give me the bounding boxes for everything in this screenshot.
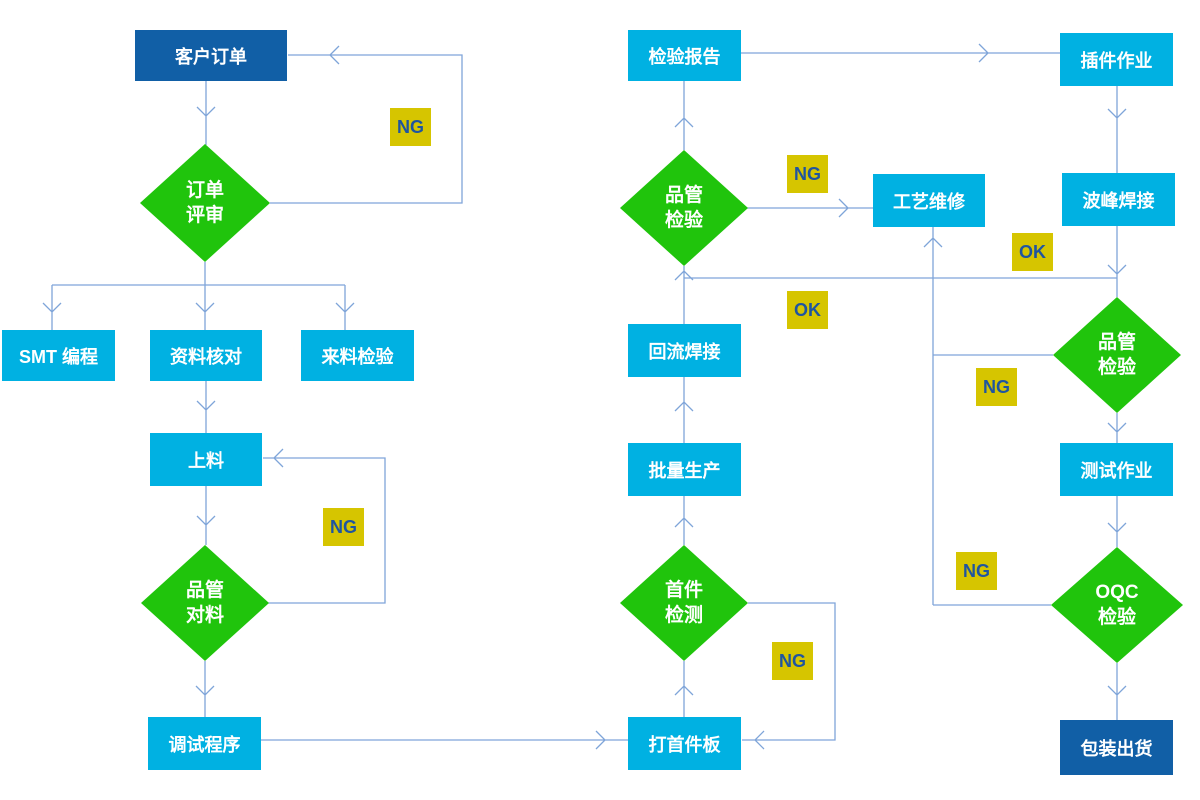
edge-report-to-insertion	[741, 43, 1060, 63]
edge-review-to-branches	[42, 262, 355, 330]
node-label: 上料	[188, 450, 224, 471]
node-label: 插件作业	[1080, 50, 1153, 71]
node-label: 打首件板	[648, 734, 721, 755]
node-test-work: 测试作业	[1060, 443, 1173, 496]
edge-firstarticle-to-batch	[674, 496, 694, 545]
node-label-line2: 检验	[664, 210, 703, 231]
node-smt-programming: SMT 编程	[2, 330, 115, 381]
edge-firstboard-to-firstarticle	[674, 661, 694, 717]
node-label: 客户订单	[175, 46, 247, 67]
node-label: 波峰焊接	[1082, 190, 1155, 211]
node-label-line2: 对料	[185, 605, 224, 626]
node-customer-order: 客户订单	[135, 30, 287, 81]
edge-label-ng-first-article: NG	[772, 642, 813, 680]
node-label: 资料核对	[170, 346, 242, 367]
edge-datacheck-to-loading	[196, 381, 216, 433]
node-label-line1: 品管	[664, 185, 703, 206]
node-label-line2: 检测	[664, 605, 703, 626]
node-reflow-soldering: 回流焊接	[628, 324, 741, 377]
edge-label-ng-order-review: NG	[390, 108, 431, 146]
edge-label-ng-oqc: NG	[956, 552, 997, 590]
node-label-line2: 评审	[185, 205, 224, 226]
edge-qcmaterial-to-debug	[195, 661, 215, 717]
node-batch-production: 批量生产	[628, 443, 741, 496]
edge-oqc-to-packing	[1107, 663, 1127, 720]
edge-label-ok-qc-wave: OK	[1012, 233, 1053, 271]
edge-label-ok-qc-smt: OK	[787, 291, 828, 329]
edge-test-to-oqc	[1107, 496, 1127, 547]
node-inspection-report: 检验报告	[628, 30, 741, 81]
node-loading: 上料	[150, 433, 262, 486]
edge-debug-to-firstboard	[261, 730, 628, 750]
node-label-line1: OQC	[1095, 582, 1139, 603]
edge-qcsmt-to-report	[674, 81, 694, 150]
edge-label-ng-qc-wave: NG	[976, 368, 1017, 406]
node-label-line2: 检验	[1097, 607, 1136, 628]
node-qc-material: 品管 对料	[141, 545, 269, 661]
node-label: 检验报告	[648, 46, 721, 67]
node-insertion-work: 插件作业	[1060, 33, 1173, 86]
edge-label-ng-qc-smt: NG	[787, 155, 828, 193]
edge-qcsmt-ng-to-repair	[747, 198, 873, 218]
edge-customer-to-review	[196, 81, 216, 145]
edge-qcwave-to-test	[1107, 413, 1127, 443]
node-first-board: 打首件板	[628, 717, 741, 770]
node-process-repair: 工艺维修	[873, 174, 985, 227]
edge-loading-to-qcmaterial	[196, 486, 216, 545]
edge-reflow-to-qcsmt	[674, 266, 694, 324]
edge-review-ng-return	[270, 45, 463, 204]
node-qc-inspection-smt: 品管 检验	[620, 150, 748, 266]
node-incoming-inspection: 来料检验	[301, 330, 414, 381]
node-qc-inspection-wave: 品管 检验	[1053, 297, 1181, 413]
node-label: 工艺维修	[893, 191, 965, 212]
node-label-line1: 品管	[1097, 332, 1136, 353]
edge-repair-return-line	[923, 227, 943, 605]
edge-batch-to-reflow	[674, 377, 694, 443]
node-label-line1: 首件	[664, 580, 703, 601]
node-label: 调试程序	[168, 734, 241, 755]
node-label: 包装出货	[1080, 738, 1153, 759]
node-label: 来料检验	[321, 346, 394, 367]
node-data-check: 资料核对	[150, 330, 262, 381]
node-oqc-inspection: OQC 检验	[1051, 547, 1183, 663]
edge-label-ng-qc-material: NG	[323, 508, 364, 546]
node-label: 批量生产	[648, 460, 721, 481]
node-label-line1: 品管	[185, 580, 224, 601]
node-label: 测试作业	[1080, 460, 1153, 481]
node-label: SMT 编程	[19, 346, 98, 367]
node-order-review: 订单 评审	[140, 144, 270, 262]
node-label-line1: 订单	[185, 180, 224, 201]
node-first-article-check: 首件 检测	[620, 545, 748, 661]
node-debug-program: 调试程序	[148, 717, 261, 770]
node-wave-soldering: 波峰焊接	[1062, 173, 1175, 226]
node-label-line2: 检验	[1097, 357, 1136, 378]
node-label: 回流焊接	[648, 341, 721, 362]
edge-insertion-to-wave	[1107, 86, 1127, 173]
node-packing-shipping: 包装出货	[1060, 720, 1173, 775]
edge-wave-to-qcwave	[1107, 226, 1127, 297]
